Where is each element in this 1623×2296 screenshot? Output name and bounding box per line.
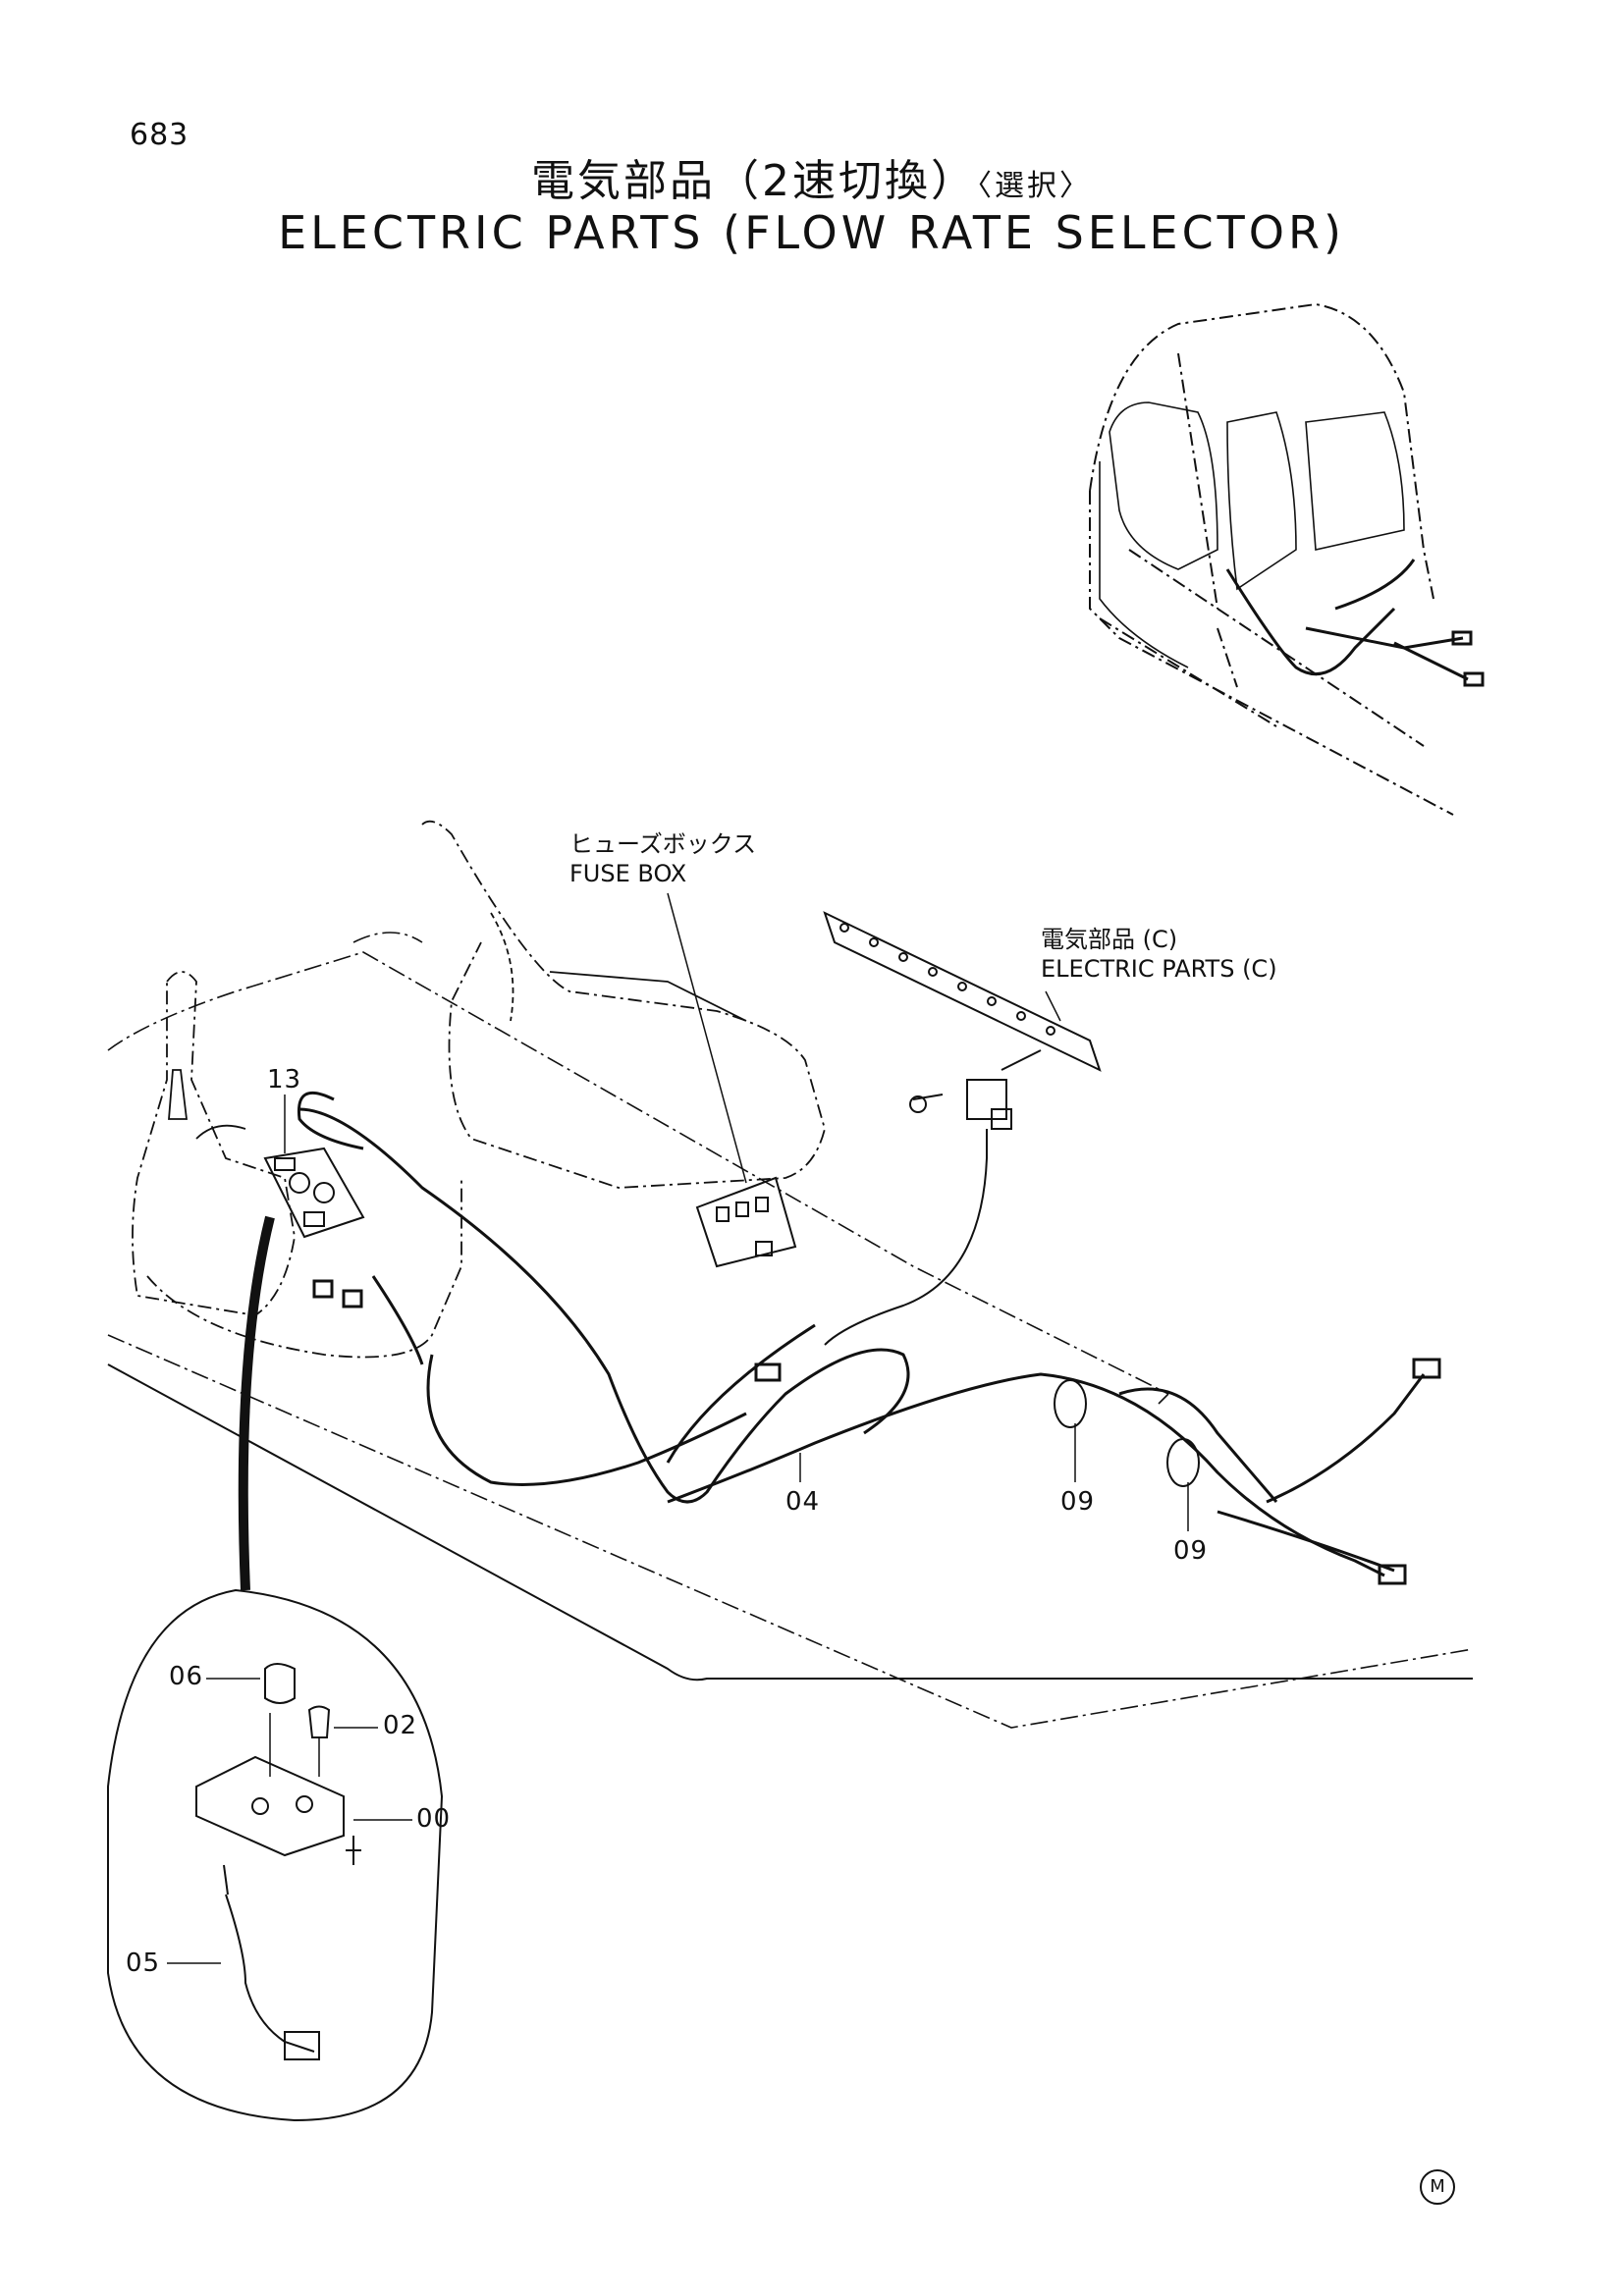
fuse-box-leader — [667, 892, 747, 1184]
part-number-00: 00 — [416, 1804, 452, 1834]
relay-bracket — [823, 911, 1102, 1346]
floor-plate-edge — [107, 1363, 1473, 1682]
part-number-06: 06 — [169, 1662, 204, 1691]
switch-panel — [263, 1147, 365, 1239]
cable-clamps — [1054, 1379, 1200, 1487]
electric-parts-c-label-jp: 電気部品 (C) — [1041, 926, 1178, 953]
part-number-09a: 09 — [1060, 1487, 1096, 1517]
right-lever-console — [421, 820, 826, 1189]
title-japanese: 電気部品（2速切換）〈選択〉 — [0, 145, 1623, 208]
electric-parts-c-leader — [1045, 990, 1061, 1022]
fuse-box-label-en: FUSE BOX — [569, 860, 687, 887]
part-number-09b: 09 — [1173, 1536, 1209, 1566]
title-english: ELECTRIC PARTS (FLOW RATE SELECTOR) — [278, 206, 1345, 259]
electric-parts-c-label-en: ELECTRIC PARTS (C) — [1041, 955, 1277, 983]
main-harness — [297, 1091, 1441, 1585]
title-japanese-suffix: 〈選択〉 — [977, 169, 1092, 203]
corner-mark: M — [1420, 2169, 1455, 2205]
part-number-04: 04 — [785, 1487, 821, 1517]
cab-windows — [1099, 401, 1405, 668]
cab-overview — [1089, 302, 1454, 816]
fuse-box — [695, 1176, 797, 1268]
page-number: 683 — [130, 118, 189, 152]
fuse-box-label-jp: ヒューズボックス — [569, 830, 757, 858]
part-number-13: 13 — [267, 1065, 302, 1095]
electric-parts-c-callout: 電気部品 (C) ELECTRIC PARTS (C) — [1041, 925, 1277, 984]
title-japanese-main: 電気部品（2速切換） — [531, 156, 977, 206]
inset-leader — [238, 1215, 275, 1591]
floor-plate — [107, 932, 1474, 1729]
fuse-box-callout: ヒューズボックス FUSE BOX — [569, 829, 756, 888]
detail-inset — [107, 1588, 444, 2122]
part-leaders — [284, 1095, 1189, 1531]
cab-harness — [1225, 559, 1485, 687]
left-lever-console — [132, 971, 462, 1359]
part-number-02: 02 — [383, 1711, 418, 1740]
part-number-05: 05 — [126, 1949, 161, 1978]
